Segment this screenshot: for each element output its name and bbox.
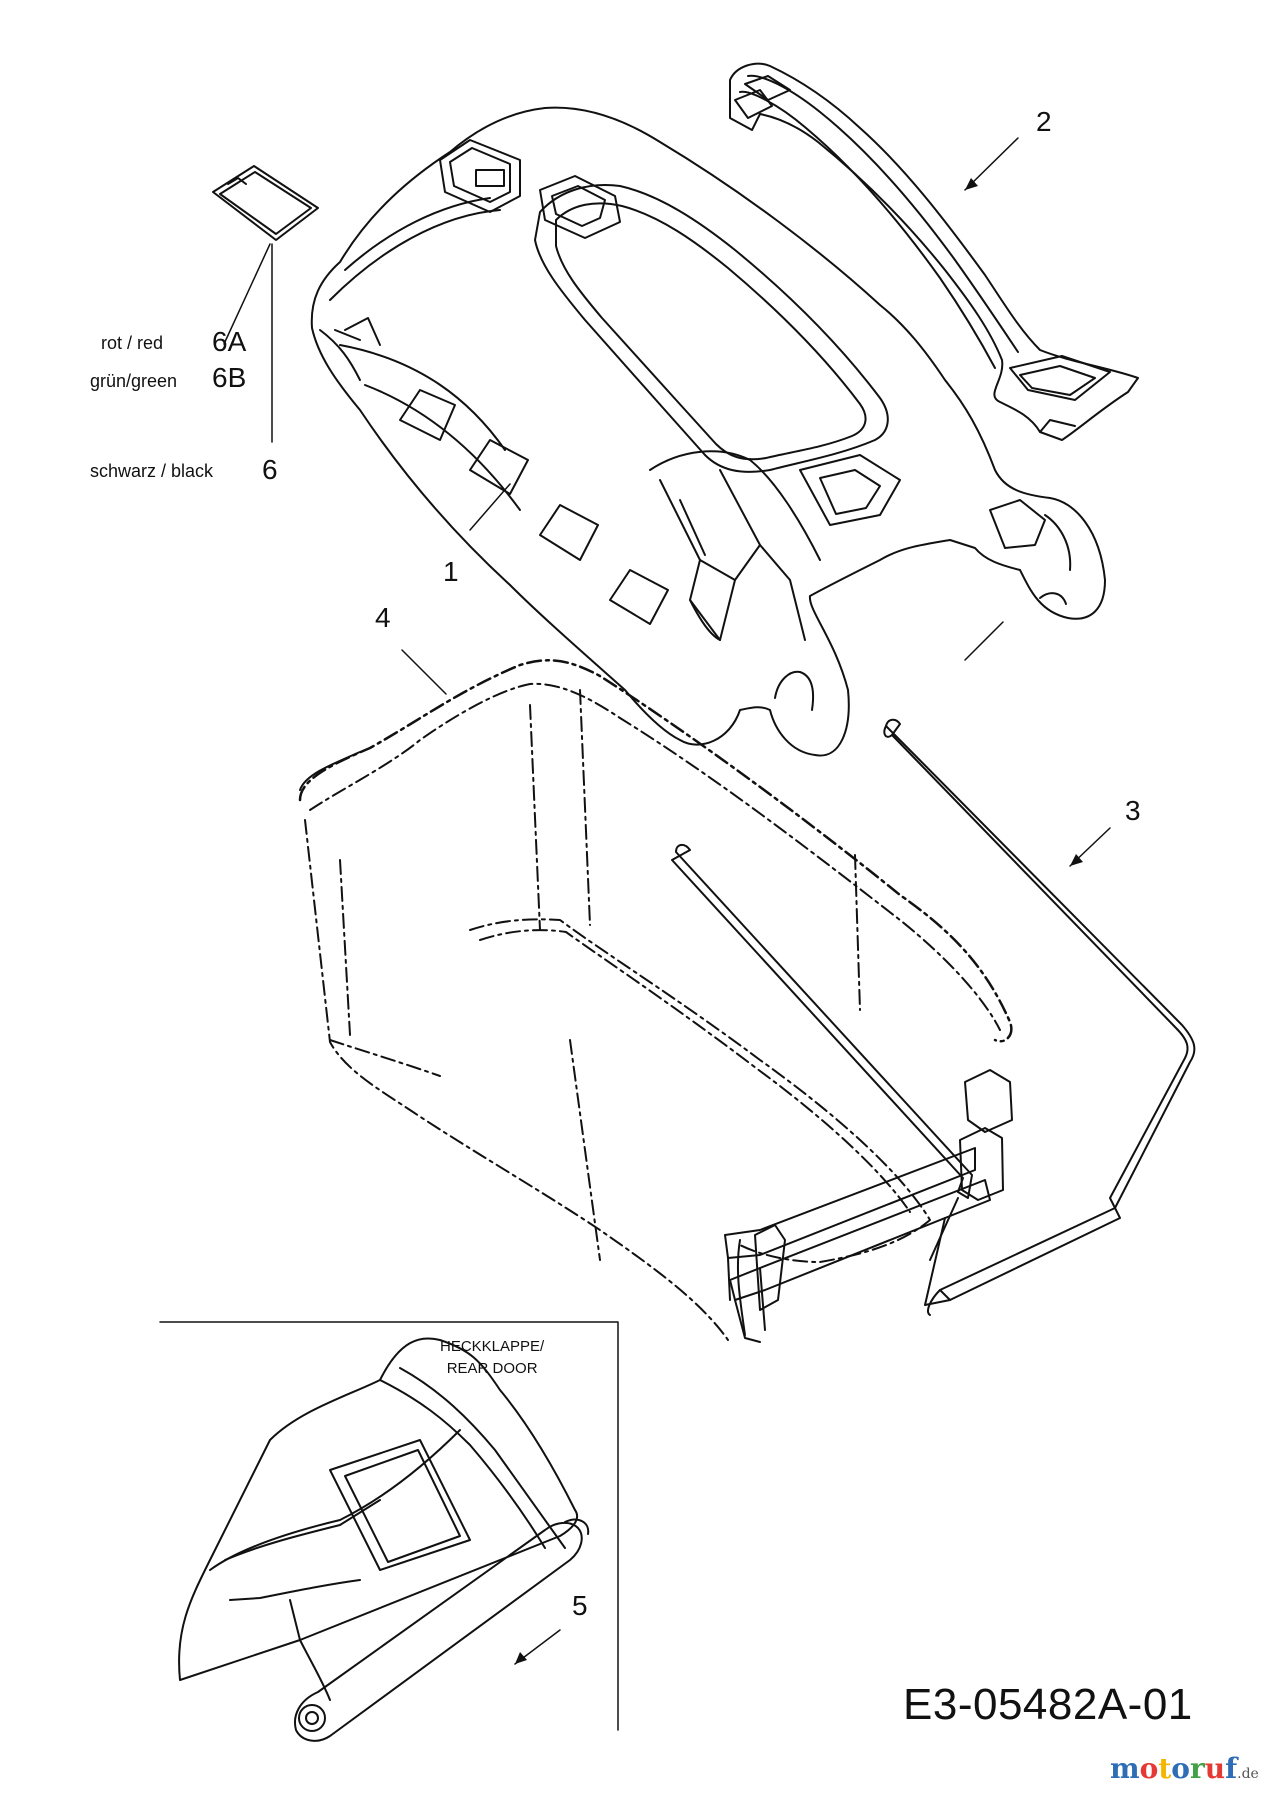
callout-5: 5 xyxy=(572,1590,588,1621)
callout-6a: 6A xyxy=(212,326,247,357)
watermark-name: motoruf xyxy=(1110,1752,1237,1785)
inset-title-line-2: REAR DOOR xyxy=(446,1360,538,1377)
leader-lines xyxy=(223,137,1111,1665)
callout-6b: 6B xyxy=(212,362,247,393)
watermark-domain: .de xyxy=(1237,1766,1259,1782)
callout-6: 6 xyxy=(262,454,278,485)
watermark-letter: o xyxy=(1171,1752,1190,1785)
callout-2: 2 xyxy=(1036,106,1052,137)
watermark-letter: m xyxy=(1110,1752,1140,1785)
callout-3: 3 xyxy=(1125,795,1141,826)
callout-1: 1 xyxy=(443,556,459,587)
part-6-plate xyxy=(212,165,319,241)
inset-frame xyxy=(159,1321,619,1731)
part-2-handle xyxy=(729,62,1139,441)
part-4-grass-bag xyxy=(298,659,1013,1343)
inset-title: HECKKLAPPE/ REAR DOOR xyxy=(440,1336,544,1380)
legend-red-label: rot / red xyxy=(101,333,164,353)
part-5-rear-door xyxy=(178,1337,590,1742)
watermark-logo: motoruf.de xyxy=(1110,1752,1259,1785)
drawing-code: E3-05482A-01 xyxy=(903,1680,1193,1729)
watermark-letter: f xyxy=(1225,1752,1238,1785)
legend-green-label: grün/green xyxy=(90,371,178,391)
part-1-catcher-cover xyxy=(310,106,1106,757)
part-3-wire-frame xyxy=(671,718,1196,1316)
watermark-letter: u xyxy=(1204,1752,1226,1785)
inset-title-line-1: HECKKLAPPE/ xyxy=(440,1338,545,1355)
watermark-letter: o xyxy=(1139,1752,1159,1785)
watermark-letter: r xyxy=(1189,1752,1205,1785)
watermark-letter: t xyxy=(1158,1752,1172,1785)
callout-4: 4 xyxy=(375,602,391,633)
leader-arrowheads xyxy=(515,178,1083,1664)
legend-black-label: schwarz / black xyxy=(90,461,214,481)
